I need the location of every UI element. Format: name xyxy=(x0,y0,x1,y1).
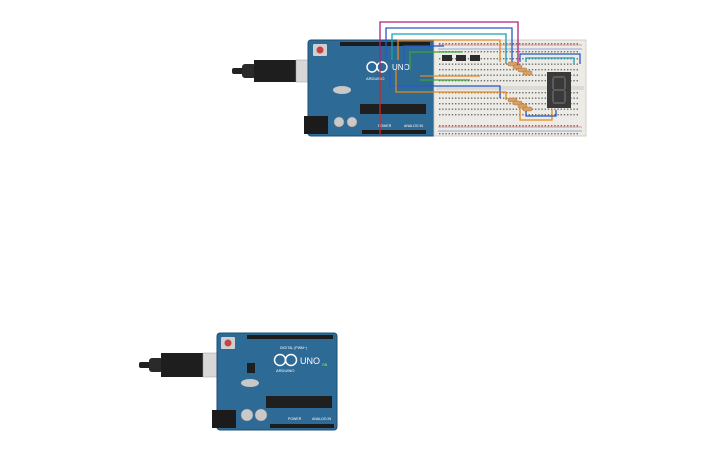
resistor[interactable] xyxy=(522,106,533,112)
resistor[interactable] xyxy=(522,70,533,76)
resistors[interactable] xyxy=(507,61,533,112)
power-jack-bottom xyxy=(212,410,236,428)
breadboard-holes xyxy=(439,43,578,135)
model-label-bottom: UNO xyxy=(300,356,320,366)
digital-label-bottom: DIGITAL (PWM~) xyxy=(280,346,307,350)
arduino-logo-bottom: ARDUINO UNO xyxy=(273,353,320,373)
digital-header-bottom[interactable] xyxy=(247,335,333,339)
arduino-uno-bottom[interactable]: DIGITAL (PWM~) ARDUINO UNO ON POWER ANAL… xyxy=(212,332,338,431)
digital-header[interactable] xyxy=(340,42,430,46)
analog-label: ANALOG IN xyxy=(404,124,424,128)
atmega-chip-bottom xyxy=(266,396,332,408)
power-header[interactable] xyxy=(362,130,426,134)
atmega-chip xyxy=(360,104,426,114)
power-jack xyxy=(304,116,328,134)
brand-label-bottom: ARDUINO xyxy=(276,368,294,373)
analog-label-bottom: ANALOG IN xyxy=(312,417,332,421)
power-label-bottom: POWER xyxy=(288,417,302,421)
pushbuttons[interactable] xyxy=(442,55,480,61)
power-header-bottom[interactable] xyxy=(270,424,334,428)
arduino-uno-top[interactable]: ARDUINO UNO POWER ANALOG IN xyxy=(304,39,437,137)
seven-segment-display[interactable] xyxy=(547,72,571,108)
power-label: POWER xyxy=(378,124,392,128)
model-label: UNO xyxy=(392,63,410,72)
brand-label: ARDUINO xyxy=(366,76,384,81)
on-label-bottom: ON xyxy=(322,363,328,367)
arduino-logo: ARDUINO UNO xyxy=(366,61,410,81)
